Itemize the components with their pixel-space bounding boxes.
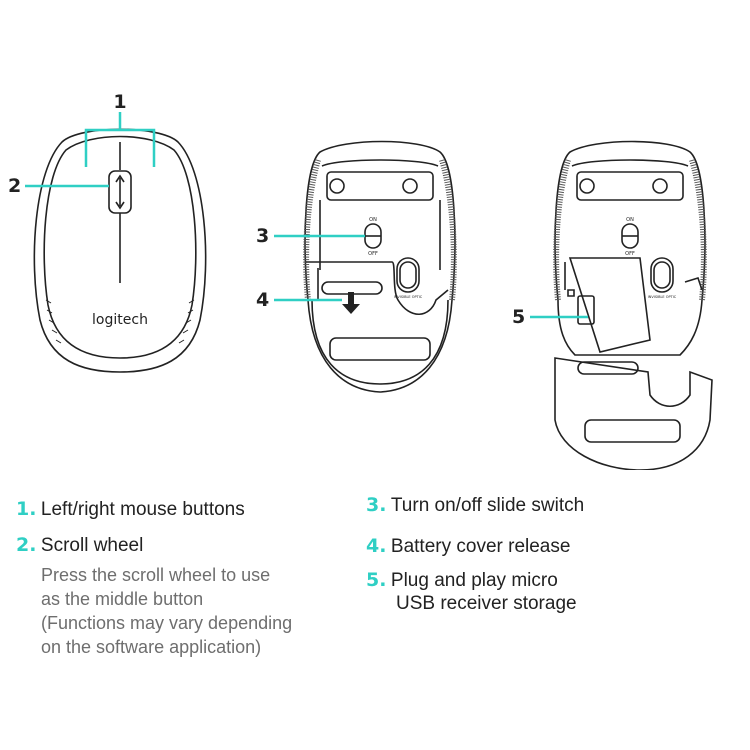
mouse-top-view	[33, 128, 207, 373]
callout-4-number: 4	[256, 289, 269, 311]
callout-1-number: 1	[113, 91, 126, 113]
svg-text:ON: ON	[369, 217, 377, 223]
svg-text:INVISIBLE OPTIC: INVISIBLE OPTIC	[648, 295, 677, 299]
svg-text:ON: ON	[626, 217, 634, 223]
legend-number: 2.	[16, 534, 37, 556]
legend-label: Left/right mouse buttons	[40, 499, 245, 520]
svg-text:OFF: OFF	[625, 251, 635, 257]
callout-2-number: 2	[8, 175, 21, 197]
svg-text:OFF: OFF	[368, 251, 378, 257]
mouse-bottom-open-view	[553, 140, 713, 470]
legend-label: Battery cover release	[390, 536, 571, 557]
logitech-logo: logitech	[92, 312, 148, 328]
mouse-bottom-view	[303, 140, 457, 393]
legend-label: Plug and play micro	[390, 570, 558, 591]
legend-item-5: 5. Plug and play micro	[366, 569, 558, 592]
legend-label: Scroll wheel	[40, 535, 144, 556]
legend-item-1: 1. Left/right mouse buttons	[16, 498, 245, 521]
legend-item-2: 2. Scroll wheel	[16, 534, 143, 557]
legend-item-5-line2: USB receiver storage	[396, 593, 577, 614]
legend-item-4: 4. Battery cover release	[366, 535, 570, 558]
legend-number: 5.	[366, 569, 387, 591]
callout-5-number: 5	[512, 306, 525, 328]
mouse-diagram: logitech 1 2 ON OFF INVISIBLE OPTIC	[8, 91, 713, 470]
release-arrow-icon	[342, 292, 360, 314]
legend-number: 4.	[366, 535, 387, 557]
callout-3-number: 3	[256, 225, 269, 247]
legend-item-3: 3. Turn on/off slide switch	[366, 494, 584, 517]
legend-number: 3.	[366, 494, 387, 516]
scroll-wheel-description: Press the scroll wheel to use as the mid…	[41, 565, 293, 657]
legend-number: 1.	[16, 498, 37, 520]
svg-text:INVISIBLE OPTIC: INVISIBLE OPTIC	[394, 295, 423, 299]
legend-label: Turn on/off slide switch	[390, 495, 585, 516]
callout-1-bracket	[84, 112, 156, 167]
